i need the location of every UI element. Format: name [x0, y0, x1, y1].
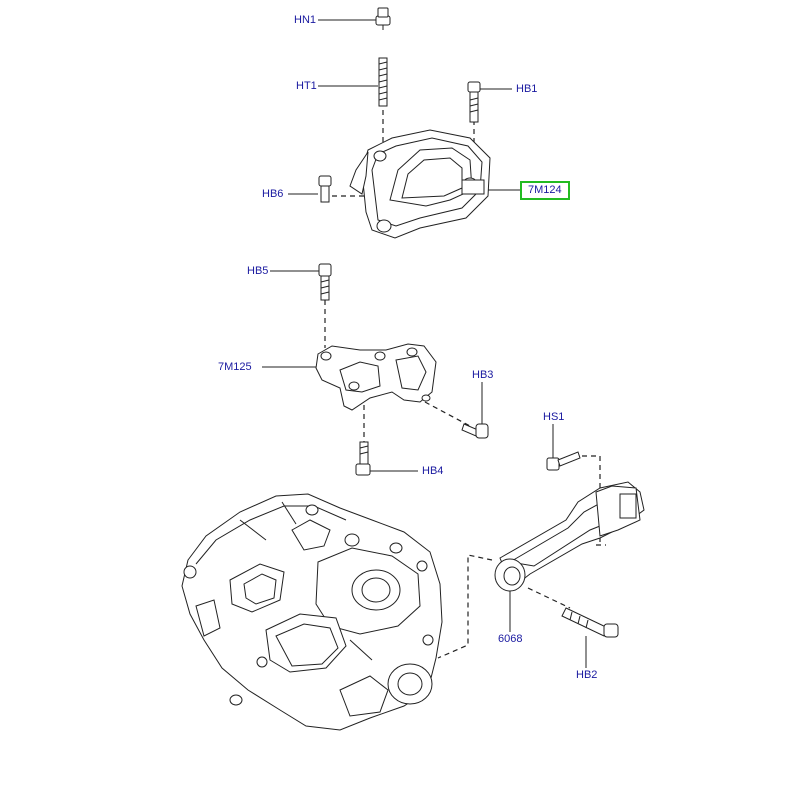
callout-ht1[interactable]: HT1	[296, 80, 317, 92]
bolt-hb6	[318, 175, 332, 203]
bolt-hb1	[467, 81, 481, 123]
callout-hb4[interactable]: HB4	[422, 465, 444, 477]
callout-6068[interactable]: 6068	[498, 633, 523, 645]
bolt-hb3	[461, 423, 489, 439]
bolt-hb2	[561, 607, 619, 638]
leader-lines	[262, 19, 587, 668]
callout-7m124-selected[interactable]: 7M124	[520, 181, 570, 200]
callout-hb2[interactable]: HB2	[576, 669, 598, 681]
callout-hb1[interactable]: HB1	[516, 83, 538, 95]
engine-mount-7m124	[349, 129, 491, 239]
bracket-7m125	[315, 343, 437, 411]
callout-hn1[interactable]: HN1	[294, 14, 317, 26]
torque-rod-6068	[494, 481, 645, 592]
callout-hs1[interactable]: HS1	[543, 411, 565, 423]
bolt-hs1	[546, 451, 581, 471]
nut-hn1	[375, 7, 391, 30]
bolt-hb5	[318, 263, 332, 301]
callout-hb3[interactable]: HB3	[472, 369, 494, 381]
callout-hb6[interactable]: HB6	[262, 188, 284, 200]
bolt-hb4	[355, 441, 371, 476]
callout-7m125[interactable]: 7M125	[218, 361, 252, 373]
stud-ht1	[378, 57, 388, 107]
callout-hb5[interactable]: HB5	[247, 265, 269, 277]
transmission-housing	[181, 493, 443, 731]
